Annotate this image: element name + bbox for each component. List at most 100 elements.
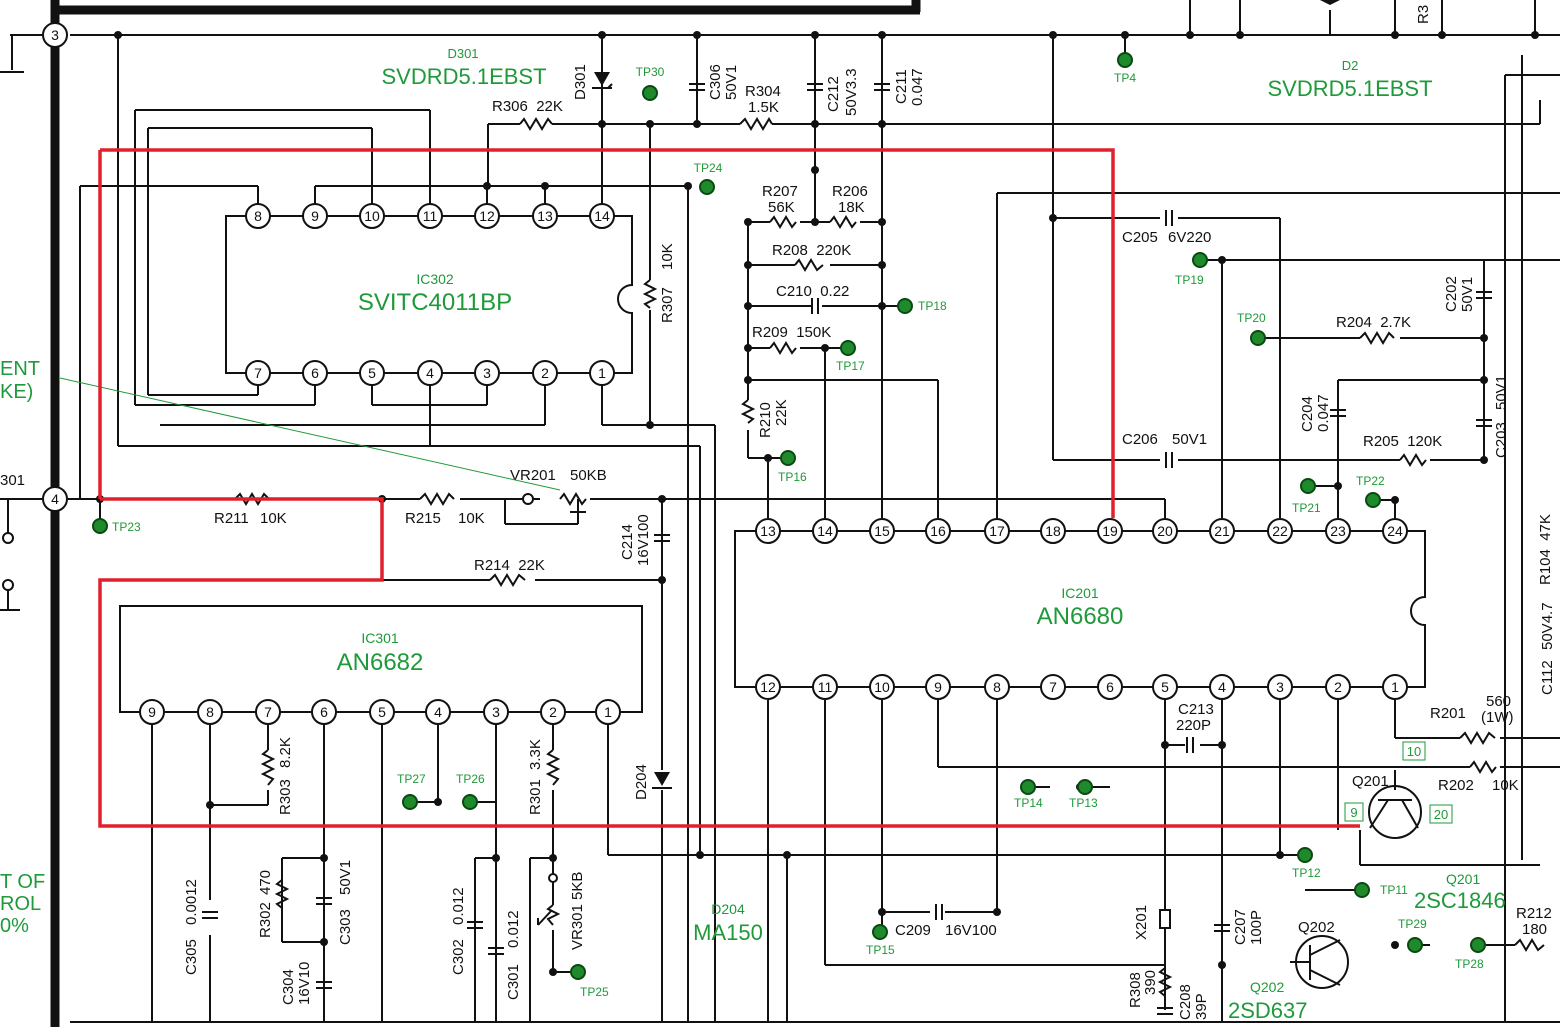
svg-text:3: 3: [51, 27, 59, 43]
ic302-pin: 4: [417, 360, 443, 386]
q201-pin-e: 9: [1350, 805, 1357, 820]
ic302-pin: 10: [359, 203, 385, 229]
svg-text:6: 6: [320, 704, 328, 720]
tp18-label: TP18: [918, 299, 947, 313]
tp27-label: TP27: [397, 772, 426, 786]
c204-value: 0.047: [1315, 394, 1332, 432]
r205-label: R205 120K: [1363, 433, 1442, 450]
ic301-pin: 4: [425, 699, 451, 725]
ic302-pin: 11: [417, 203, 443, 229]
ic201-pin: 20: [1152, 518, 1178, 544]
tp19-label: TP19: [1175, 273, 1204, 287]
component-labels: D301 SVDRD5.1EBST D301 D2 SVDRD5.1EBST D…: [0, 5, 1556, 1023]
r202-ref: R202: [1438, 777, 1474, 794]
margin-text-ent: ENT: [0, 358, 40, 380]
svg-text:10: 10: [364, 208, 380, 224]
r206-value: 18K: [838, 199, 865, 216]
c303-ref: C303: [337, 909, 354, 945]
ic201-pin: 5: [1152, 674, 1178, 700]
c209-ref: C209: [895, 922, 931, 939]
q202-part: 2SD637: [1228, 998, 1308, 1023]
ic201-pin: 3: [1267, 674, 1293, 700]
r201-value: 560: [1486, 693, 1511, 710]
ic201-pin: 19: [1097, 518, 1123, 544]
margin-text-ke: KE): [0, 381, 33, 403]
q201-ref: Q201: [1352, 773, 1389, 790]
tp28-marker: [1470, 937, 1486, 953]
tp29-marker: [1407, 937, 1423, 953]
d2-part: SVDRD5.1EBST: [1267, 76, 1432, 101]
ic201: IC201 AN6680: [734, 530, 1426, 688]
tp17-marker: [840, 340, 856, 356]
svg-text:4: 4: [434, 704, 442, 720]
transistor-q202: [1290, 935, 1349, 989]
frame-lines: [50, 0, 1560, 1027]
r215-ref: R215: [405, 510, 441, 527]
tp14-marker: [1020, 779, 1036, 795]
r204-label: R204 2.7K: [1336, 314, 1411, 331]
svg-text:8: 8: [993, 679, 1001, 695]
tp11-marker: [1354, 882, 1370, 898]
r201-ref: R201: [1430, 705, 1466, 722]
ic201-pin: 4: [1209, 674, 1235, 700]
ic201-pin: 18: [1040, 518, 1066, 544]
svg-text:5: 5: [1161, 679, 1169, 695]
ic301-pin: 5: [369, 699, 395, 725]
svg-text:3: 3: [492, 704, 500, 720]
r210-ref: R210: [757, 402, 774, 438]
svg-text:11: 11: [818, 679, 833, 695]
connector-4: 4: [42, 486, 68, 512]
c213-value: 220P: [1176, 717, 1211, 734]
c202-value: 50V1: [1459, 277, 1476, 312]
svg-text:6: 6: [1106, 679, 1114, 695]
c212-ref: C212: [825, 76, 842, 112]
svg-text:20: 20: [1157, 523, 1173, 539]
svg-text:2: 2: [549, 704, 557, 720]
tp18-marker: [897, 298, 913, 314]
ic201-pin: 14: [812, 518, 838, 544]
svg-text:1: 1: [598, 365, 606, 381]
junctions: [96, 31, 1539, 976]
ic302-pin: 7: [245, 360, 271, 386]
r208-label: R208 220K: [772, 242, 851, 259]
c305-value: 0.0012: [183, 879, 200, 925]
c301-ref: C301: [505, 964, 522, 1000]
tp29-label: TP29: [1398, 917, 1427, 931]
c210-label: C210 0.22: [776, 283, 849, 300]
tp28-label: TP28: [1455, 957, 1484, 971]
c112-ref: C112: [1539, 660, 1556, 695]
svg-text:8: 8: [206, 704, 214, 720]
tp11-label: TP11: [1380, 883, 1408, 897]
r215-value: 10K: [458, 510, 485, 527]
capacitor-symbols: [202, 83, 1492, 1015]
c302-value: 0.012: [450, 887, 467, 925]
test-points: [92, 52, 1486, 980]
svg-text:1: 1: [1391, 679, 1399, 695]
connector-4-ref: 301: [0, 472, 25, 489]
r301-ref: R301: [527, 779, 544, 815]
tp16-marker: [780, 450, 796, 466]
ic201-pin: 7: [1040, 674, 1066, 700]
q201-pin-b: 10: [1407, 744, 1421, 759]
svg-text:24: 24: [1387, 523, 1403, 539]
ic201-pin: 21: [1209, 518, 1235, 544]
d204-part: MA150: [693, 920, 763, 945]
ic302-pin: 9: [302, 203, 328, 229]
tp20-marker: [1250, 330, 1266, 346]
c211-ref: C211: [893, 69, 910, 104]
svg-text:21: 21: [1214, 523, 1230, 539]
tp15-label: TP15: [866, 943, 895, 957]
r304-ref: R304: [745, 83, 781, 100]
tp12-label: TP12: [1292, 866, 1321, 880]
c212-value: 50V3.3: [843, 68, 860, 116]
tp15-marker: [872, 924, 888, 940]
ic201-pin: 11: [812, 674, 838, 700]
d204-short: D204: [633, 764, 650, 800]
tp17-label: TP17: [836, 359, 865, 373]
r302-value: 470: [257, 870, 274, 895]
r307-value: 10K: [659, 243, 676, 270]
c112-value: 50V4.7: [1539, 602, 1556, 650]
c303-value: 50V1: [337, 860, 354, 895]
tp12-marker: [1297, 847, 1313, 863]
